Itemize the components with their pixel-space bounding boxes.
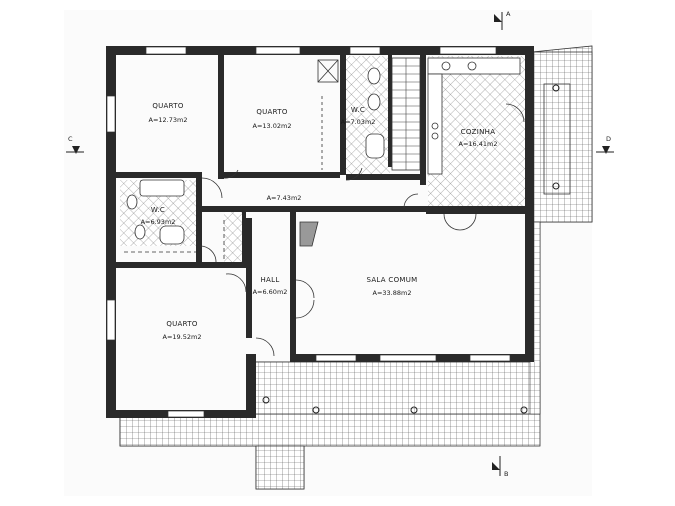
section-marker-c: C: [66, 135, 84, 154]
section-marker-b: B: [492, 456, 508, 478]
sala-area: A=33.88m2: [373, 289, 412, 297]
quarto2-area: A=13.02m2: [253, 122, 292, 130]
quarto3-name: QUARTO: [166, 320, 198, 328]
cozinha-area: A=16.41m2: [459, 140, 498, 148]
doors: [199, 103, 525, 357]
room-labels: QUARTO A=12.73m2 QUARTO A=13.02m2 W.C A=…: [141, 102, 498, 341]
fixtures: [124, 57, 521, 262]
section-d-label: D: [606, 135, 611, 143]
section-b-label: B: [504, 470, 508, 478]
hall-name: HALL: [260, 276, 279, 284]
exterior-paving: [119, 45, 593, 490]
corredor-area: A=7.43m2: [267, 194, 302, 202]
wc1-name: W.C: [351, 106, 365, 114]
section-c-label: C: [68, 135, 73, 143]
quarto1-area: A=12.73m2: [149, 116, 188, 124]
section-marker-d: D: [596, 135, 614, 154]
stairs: [391, 57, 421, 171]
sala-name: SALA COMUM: [366, 276, 417, 284]
wc1-area: A=7.03m2: [341, 118, 376, 126]
quarto3-area: A=19.52m2: [163, 333, 202, 341]
wc2-name: W.C: [151, 206, 165, 214]
section-marker-a: A: [494, 10, 511, 30]
cozinha-tiles: [428, 56, 532, 212]
windows: [106, 46, 511, 418]
cozinha-name: COZINHA: [461, 128, 496, 136]
wc2-area: A=6.93m2: [141, 218, 176, 226]
hall-area: A=6.60m2: [253, 288, 288, 296]
section-a-label: A: [506, 10, 511, 18]
closet-tiles: [224, 212, 246, 264]
quarto2-name: QUARTO: [256, 108, 288, 116]
quarto1-name: QUARTO: [152, 102, 184, 110]
section-markers: A B C D: [66, 10, 614, 478]
